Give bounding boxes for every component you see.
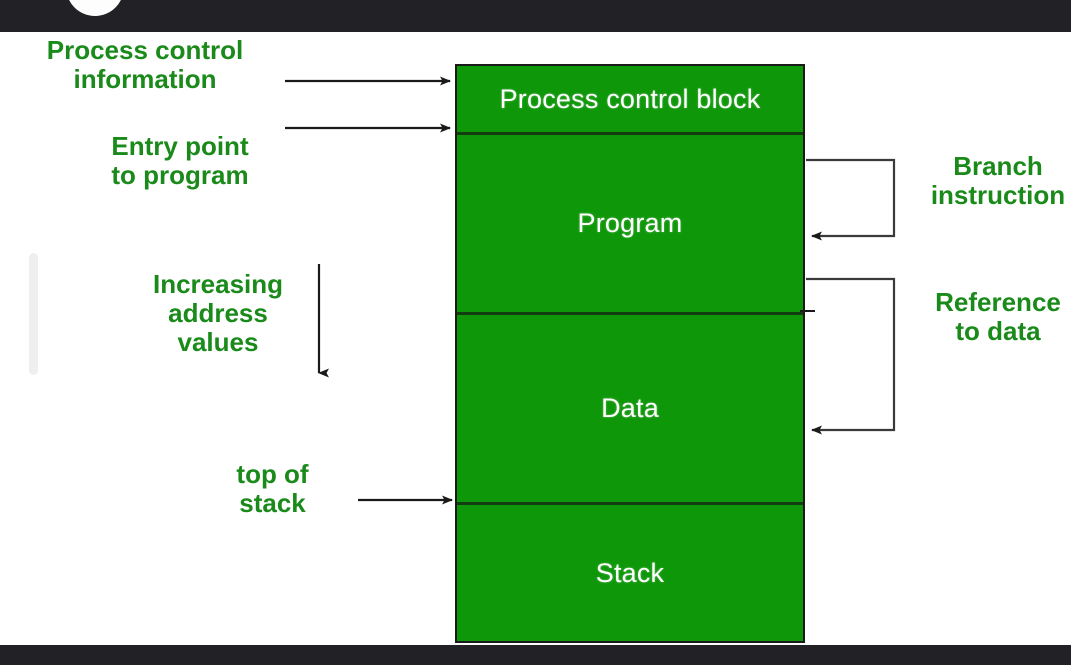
label-branch-instruction: Branch instruction: [930, 151, 1066, 211]
scrollbar-thumb[interactable]: [29, 253, 38, 375]
label-reference-to-data: Reference to data: [935, 287, 1061, 347]
bracket-branch-instruction: [806, 158, 896, 241]
segment-process-control-block: Process control block: [457, 66, 803, 132]
label-top-of-stack: top of stack: [236, 459, 309, 519]
label-entry-point-to-program: Entry point to program: [111, 131, 249, 191]
label-process-control-information: Process control information: [46, 35, 244, 95]
bracket-reference-to-data: [806, 277, 896, 435]
label-increasing-address-values: Increasing address values: [152, 269, 284, 358]
top-bar: [0, 0, 1071, 32]
camera-circle-icon: [66, 0, 124, 16]
segment-label: Process control block: [499, 83, 761, 114]
segment-label: Stack: [595, 557, 665, 588]
bottom-bar: [0, 645, 1071, 665]
process-image-box: Process control block Program Data Stack: [455, 64, 805, 643]
segment-label: Program: [577, 208, 683, 238]
segment-label: Data: [601, 393, 659, 423]
segment-stack: Stack: [457, 502, 803, 641]
segment-program: Program: [457, 132, 803, 312]
segment-data: Data: [457, 312, 803, 502]
